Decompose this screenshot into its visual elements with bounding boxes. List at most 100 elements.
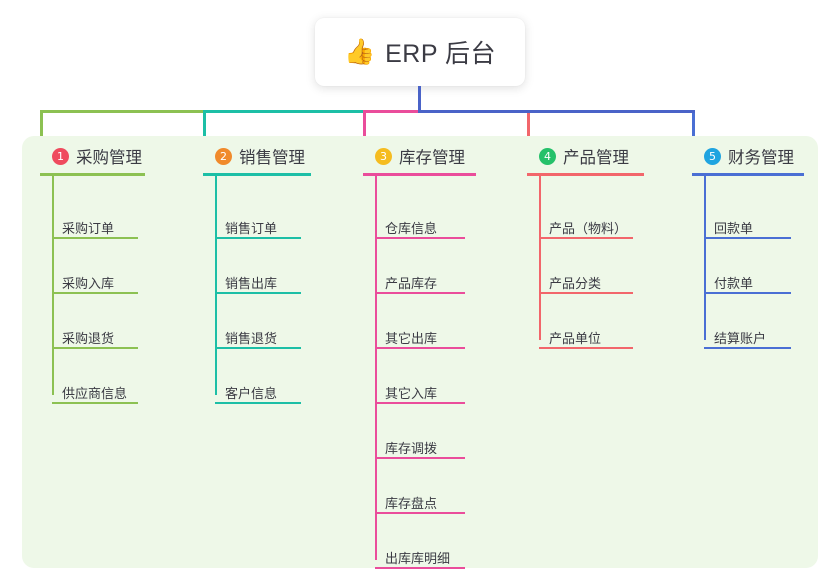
branch-leaf-rule bbox=[52, 347, 138, 349]
branch-number-badge: 2 bbox=[215, 147, 232, 165]
branch-column-4: 4 产品管理产品（物料） 产品分类产品单位 bbox=[527, 0, 684, 588]
branch-leaf-rule bbox=[375, 347, 465, 349]
branch-leaf[interactable]: 产品（物料） bbox=[527, 218, 651, 242]
branch-leaf[interactable]: 客户信息 bbox=[203, 383, 319, 407]
branch-leaf[interactable]: 结算账户 bbox=[692, 328, 809, 352]
branch-leaf-rule bbox=[704, 347, 791, 349]
branch-leaf[interactable]: 产品单位 bbox=[527, 328, 651, 352]
branch-leaf-rule bbox=[539, 237, 633, 239]
branch-number-badge: 4 bbox=[539, 147, 556, 165]
branch-leaf-rule bbox=[704, 237, 791, 239]
branch-leaf-label: 销售出库 bbox=[225, 276, 278, 291]
branch-header-5[interactable]: 5 财务管理 bbox=[704, 144, 794, 168]
branch-leaf-rule bbox=[52, 402, 138, 404]
branch-leaf[interactable]: 产品分类 bbox=[527, 273, 651, 297]
branch-leaf[interactable]: 其它出库 bbox=[363, 328, 483, 352]
branch-spine bbox=[375, 174, 377, 560]
branch-leaf-label: 回款单 bbox=[714, 221, 754, 236]
root-connector-vertical bbox=[418, 86, 421, 112]
branch-leaf-label: 仓库信息 bbox=[385, 221, 438, 236]
branch-header-3[interactable]: 3 库存管理 bbox=[375, 144, 465, 168]
branch-leaf[interactable]: 库存盘点 bbox=[363, 493, 483, 517]
branch-spine bbox=[539, 174, 541, 340]
branch-leaf[interactable]: 采购退货 bbox=[40, 328, 156, 352]
branch-leaf[interactable]: 出库库明细 bbox=[363, 548, 483, 572]
branch-header-rule bbox=[527, 173, 644, 176]
branch-leaf-rule bbox=[215, 402, 301, 404]
branch-leaf-label: 产品分类 bbox=[549, 276, 602, 291]
branch-leaf-rule bbox=[215, 237, 301, 239]
branch-connector-drop bbox=[527, 110, 530, 158]
root-node-card[interactable]: 👍 ERP 后台 bbox=[315, 18, 525, 86]
branch-leaf-rule bbox=[52, 292, 138, 294]
branch-leaf[interactable]: 采购入库 bbox=[40, 273, 156, 297]
branch-connector-drop bbox=[40, 110, 43, 158]
branch-header-4[interactable]: 4 产品管理 bbox=[539, 144, 629, 168]
branch-title: 财务管理 bbox=[728, 149, 794, 167]
branch-leaf-label: 销售订单 bbox=[225, 221, 278, 236]
branch-leaf[interactable]: 库存调拨 bbox=[363, 438, 483, 462]
branch-number-badge: 3 bbox=[375, 147, 392, 165]
branch-leaf-rule bbox=[215, 347, 301, 349]
branch-title: 产品管理 bbox=[563, 149, 629, 167]
branch-connector-drop bbox=[692, 110, 695, 158]
branch-leaf-label: 其它入库 bbox=[385, 386, 438, 401]
branch-leaf-label: 库存盘点 bbox=[385, 496, 438, 511]
branch-leaf-rule bbox=[375, 512, 465, 514]
root-connector-horizontal bbox=[418, 110, 695, 113]
branch-connector-horizontal bbox=[40, 110, 206, 113]
branch-title: 库存管理 bbox=[399, 149, 465, 167]
branch-leaf[interactable]: 销售退货 bbox=[203, 328, 319, 352]
root-node-title: ERP 后台 bbox=[385, 40, 497, 68]
branch-leaf-label: 销售退货 bbox=[225, 331, 278, 346]
branch-leaf-rule bbox=[539, 292, 633, 294]
branch-leaf-label: 结算账户 bbox=[714, 331, 767, 346]
branch-leaf[interactable]: 其它入库 bbox=[363, 383, 483, 407]
branch-header-rule bbox=[40, 173, 145, 176]
branch-leaf-label: 产品（物料） bbox=[549, 221, 628, 236]
branch-leaf-label: 客户信息 bbox=[225, 386, 278, 401]
branch-leaf-label: 供应商信息 bbox=[62, 386, 128, 401]
branch-spine bbox=[52, 174, 54, 395]
branch-header-rule bbox=[363, 173, 476, 176]
branch-leaf[interactable]: 采购订单 bbox=[40, 218, 156, 242]
branch-leaf-rule bbox=[375, 292, 465, 294]
branch-connector-drop bbox=[363, 110, 366, 158]
branch-leaf-rule bbox=[375, 237, 465, 239]
branch-number-badge: 5 bbox=[704, 147, 721, 165]
branch-leaf-rule bbox=[375, 567, 465, 569]
branch-leaf-label: 采购入库 bbox=[62, 276, 115, 291]
branch-connector-drop bbox=[203, 110, 206, 158]
branch-leaf-label: 产品库存 bbox=[385, 276, 438, 291]
branch-leaf[interactable]: 供应商信息 bbox=[40, 383, 156, 407]
branch-leaf-label: 其它出库 bbox=[385, 331, 438, 346]
branch-leaf-label: 付款单 bbox=[714, 276, 754, 291]
branch-column-5: 5 财务管理回款单付款单结算账户 bbox=[692, 0, 839, 588]
branch-connector-horizontal bbox=[203, 110, 366, 113]
branch-leaf[interactable]: 回款单 bbox=[692, 218, 809, 242]
branch-leaf-rule bbox=[215, 292, 301, 294]
branch-header-rule bbox=[203, 173, 311, 176]
branch-leaf[interactable]: 销售订单 bbox=[203, 218, 319, 242]
branch-title: 采购管理 bbox=[76, 149, 142, 167]
branches-panel bbox=[22, 136, 818, 568]
branch-column-3: 3 库存管理仓库信息产品库存其它出库其它入库库存调拨库存盘点出库库明细 bbox=[363, 0, 516, 588]
branch-leaf-rule bbox=[52, 237, 138, 239]
thumbs-up-icon: 👍 bbox=[343, 37, 376, 66]
branch-leaf-rule bbox=[375, 457, 465, 459]
branch-leaf-rule bbox=[704, 292, 791, 294]
branch-leaf-rule bbox=[539, 347, 633, 349]
branch-leaf[interactable]: 销售出库 bbox=[203, 273, 319, 297]
branch-leaf-label: 出库库明细 bbox=[385, 551, 451, 566]
branch-leaf-label: 库存调拨 bbox=[385, 441, 438, 456]
branch-leaf[interactable]: 付款单 bbox=[692, 273, 809, 297]
branch-leaf-label: 产品单位 bbox=[549, 331, 602, 346]
branch-leaf[interactable]: 仓库信息 bbox=[363, 218, 483, 242]
branch-header-rule bbox=[692, 173, 804, 176]
branch-leaf[interactable]: 产品库存 bbox=[363, 273, 483, 297]
